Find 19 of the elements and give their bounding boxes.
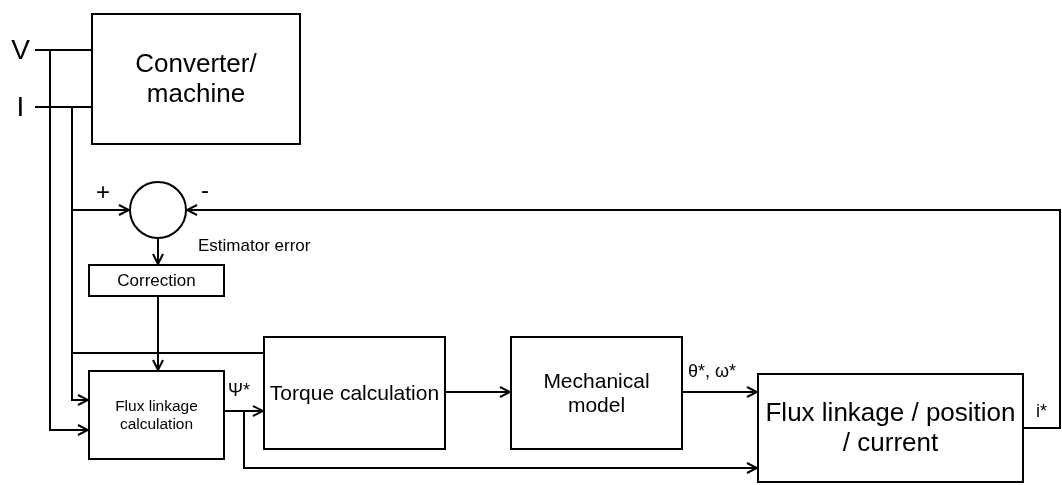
signal-label: Estimator error bbox=[198, 237, 311, 254]
arrow bbox=[152, 296, 164, 371]
connector-line bbox=[34, 106, 264, 354]
process-box: Flux linkage calculation bbox=[88, 370, 225, 460]
signal-label: V bbox=[11, 33, 30, 67]
signal-label: I bbox=[16, 90, 25, 124]
arrow bbox=[682, 386, 758, 398]
arrow bbox=[445, 386, 511, 398]
edge-label: i* bbox=[1036, 402, 1047, 420]
edge-label: Ψ* bbox=[228, 381, 251, 399]
process-box: Flux linkage / position / current bbox=[757, 373, 1024, 483]
process-box: Converter/ machine bbox=[91, 13, 301, 145]
arrow bbox=[186, 204, 1061, 429]
edge-label: θ*, ω* bbox=[688, 362, 737, 380]
process-box: Correction bbox=[88, 264, 225, 297]
process-box: Mechanical model bbox=[510, 336, 683, 450]
arrow bbox=[34, 49, 89, 436]
arrow bbox=[152, 238, 164, 265]
process-box: Torque calculation bbox=[263, 336, 446, 450]
